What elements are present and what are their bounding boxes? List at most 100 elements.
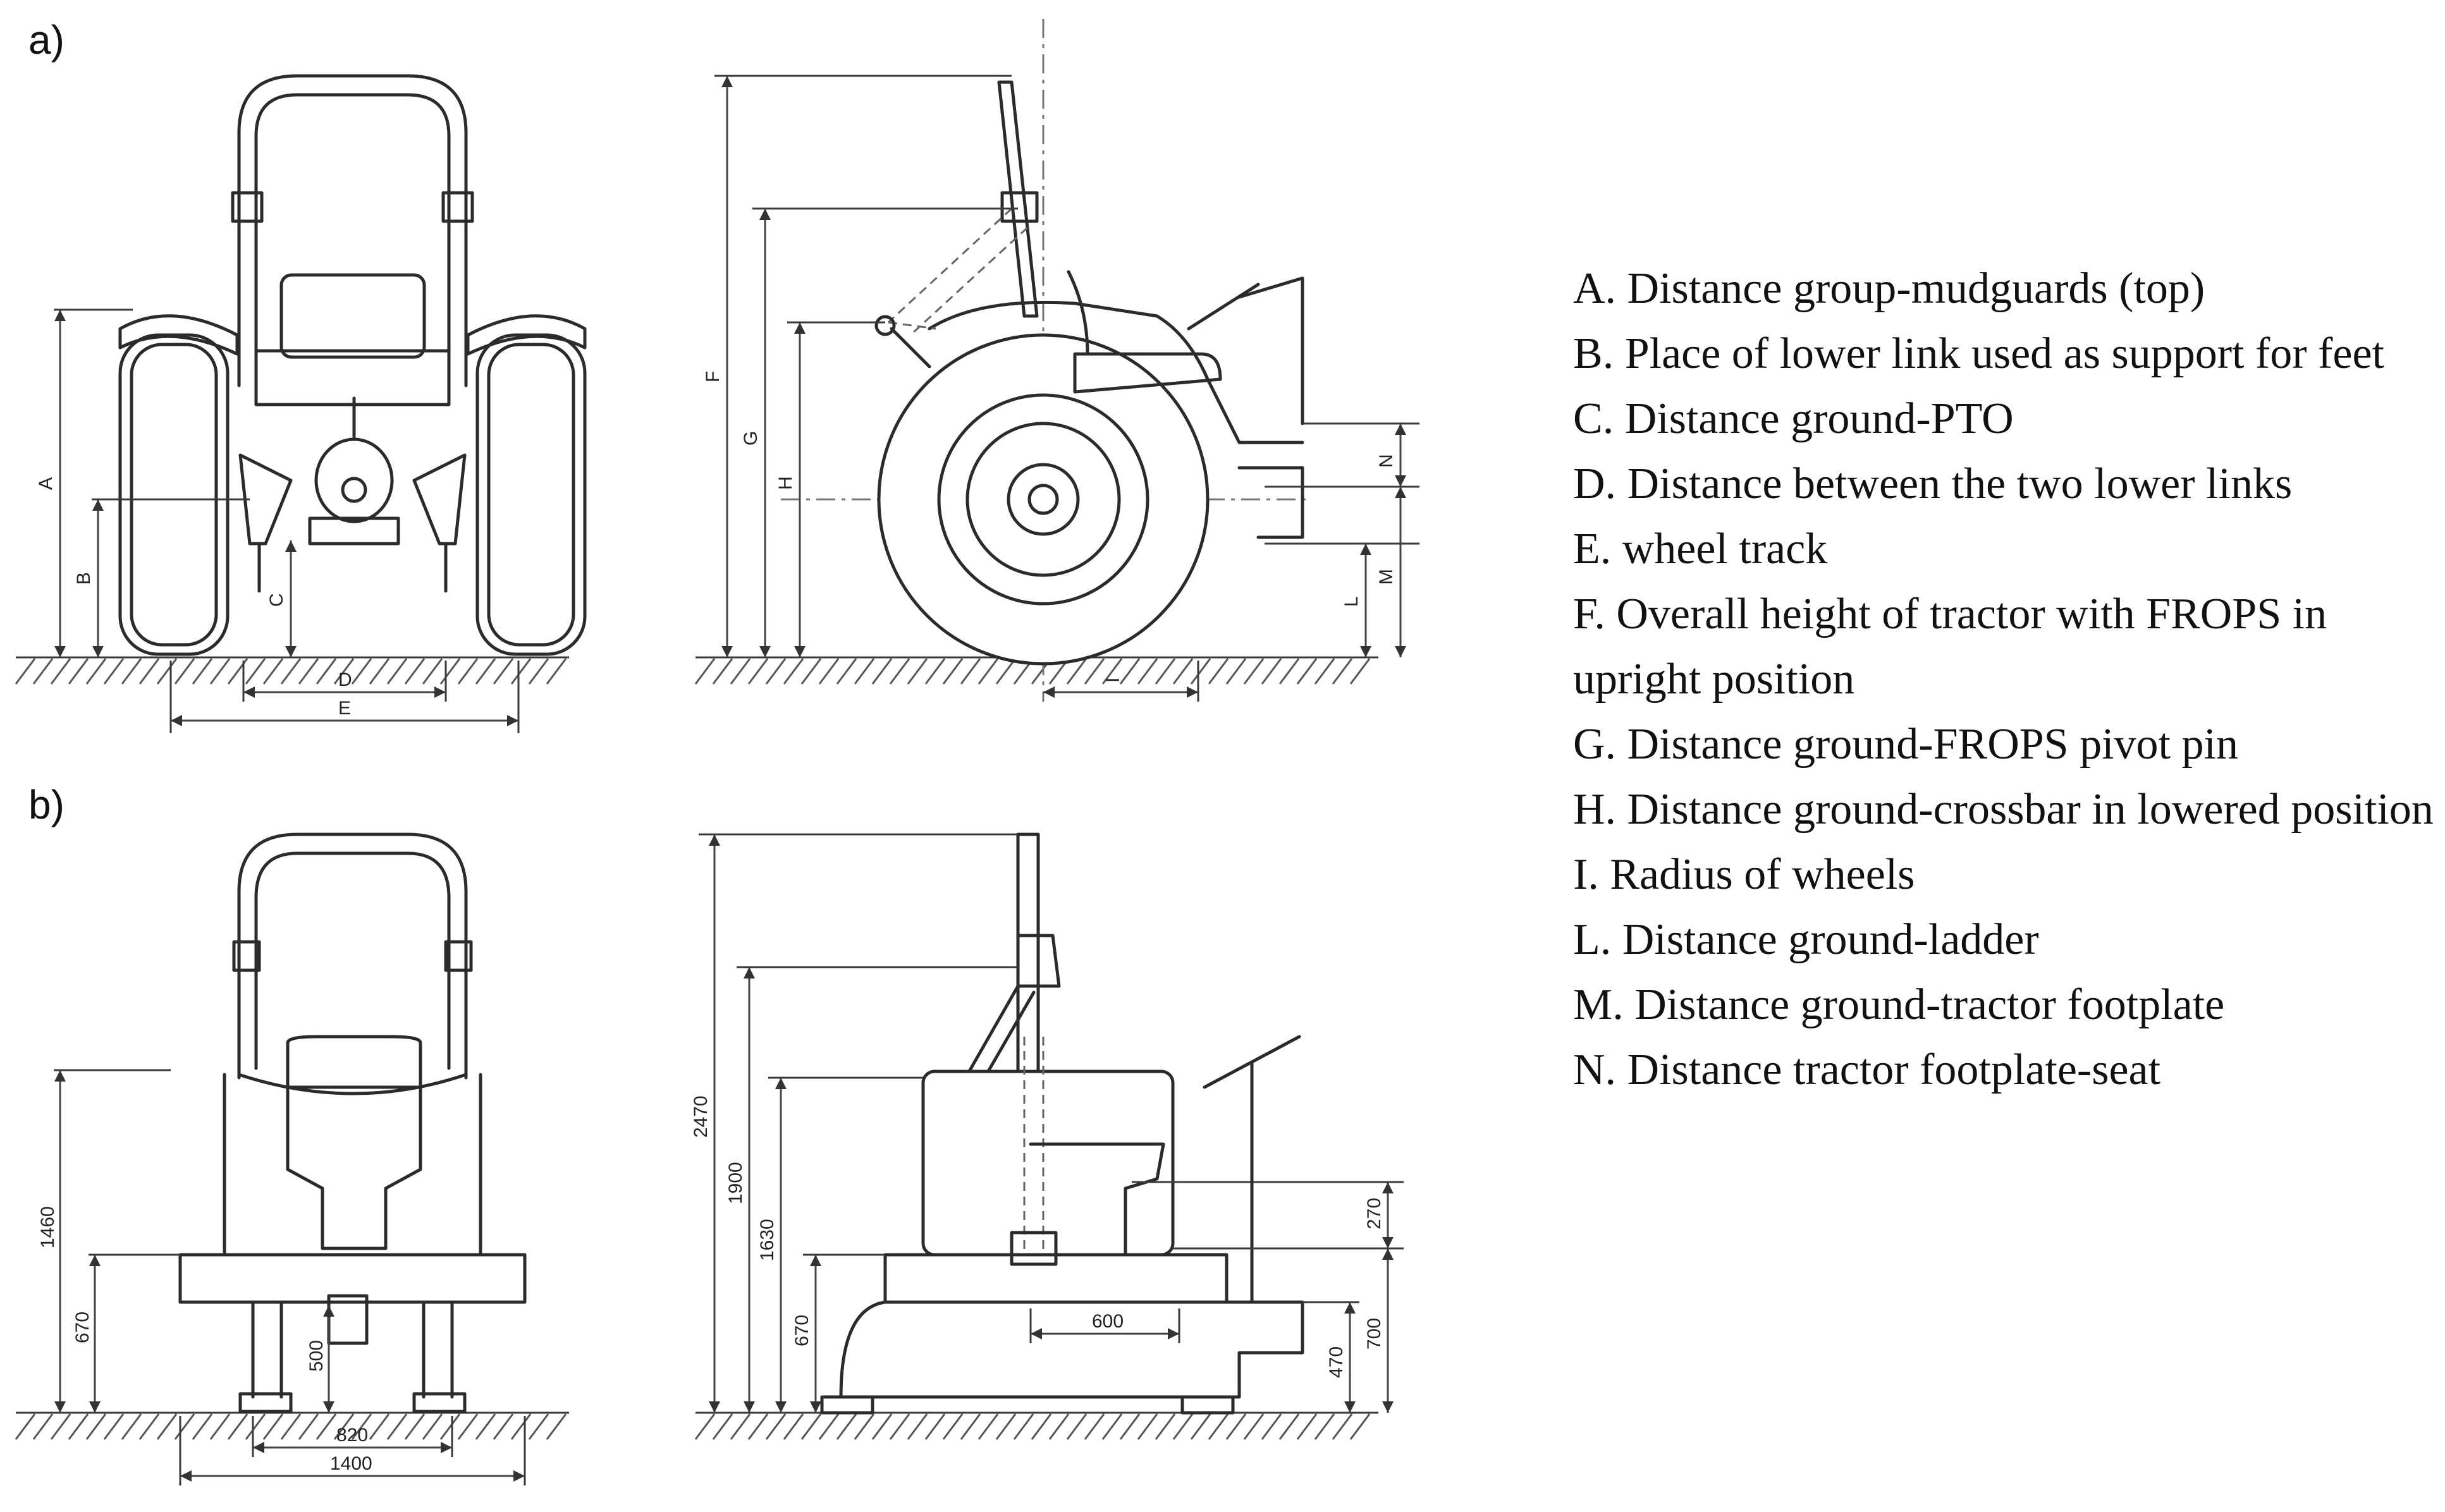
hatch-line — [103, 658, 125, 685]
hatch-line — [439, 658, 461, 685]
hatch-line — [174, 658, 195, 685]
hatch-line — [386, 658, 408, 685]
hatch-line — [209, 658, 231, 685]
dim-label-L: L — [1341, 596, 1362, 607]
hatch-line — [227, 1413, 248, 1440]
hatch-line — [889, 1413, 910, 1440]
hatch-line — [156, 658, 178, 685]
hatch-line — [245, 658, 266, 685]
hatch-line — [854, 658, 875, 685]
hatch-line — [245, 1413, 266, 1440]
hatch-line — [924, 1413, 946, 1440]
mockup-side-view: 2470 1900 1630 670 600 270 470 700 — [690, 832, 1404, 1440]
hatch-line — [818, 658, 840, 685]
hatch-line — [1119, 658, 1141, 685]
dim-1630: 1630 — [757, 1219, 778, 1261]
hatch-line — [1172, 1413, 1194, 1440]
hatch-line — [351, 658, 372, 685]
hatch-line — [783, 1413, 804, 1440]
hatch-line — [1349, 1413, 1371, 1440]
hatch-line — [1155, 658, 1176, 685]
hatch-line — [1243, 658, 1265, 685]
hatch-line — [1013, 1413, 1034, 1440]
legend-item: B. Place of lower link used as support f… — [1573, 329, 2385, 378]
hatch-line — [871, 1413, 893, 1440]
hatch-line — [493, 1413, 514, 1440]
legend-item: L. Distance ground-ladder — [1573, 915, 2039, 964]
hatch-line — [783, 658, 804, 685]
hatch-line — [85, 1413, 107, 1440]
hatch-line — [1261, 658, 1282, 685]
hatch-line — [280, 658, 302, 685]
legend-item: C. Distance ground-PTO — [1573, 394, 2014, 443]
panel-label-a: a) — [28, 17, 64, 63]
dim-470: 470 — [1326, 1346, 1347, 1378]
hatch-line — [386, 1413, 408, 1440]
dim-2470: 2470 — [690, 1095, 711, 1138]
hatch-line — [765, 658, 787, 685]
hatch-line — [280, 1413, 302, 1440]
hatch-line — [369, 1413, 390, 1440]
dim-label-A: A — [35, 477, 56, 490]
hatch-line — [50, 1413, 71, 1440]
dim-1900: 1900 — [725, 1162, 746, 1204]
legend-item: N. Distance tractor footplate-seat — [1573, 1046, 2161, 1094]
hatch-line — [475, 1413, 496, 1440]
hatch-line — [262, 1413, 284, 1440]
hatch-line — [995, 1413, 1017, 1440]
dim-label-D: D — [338, 669, 352, 690]
hatch-line — [1261, 1413, 1282, 1440]
legend-item: M. Distance ground-tractor footplate — [1573, 980, 2225, 1029]
dim-label-B: B — [73, 572, 94, 585]
hatch-line — [209, 1413, 231, 1440]
hatch-line — [907, 658, 928, 685]
hatch-line — [493, 658, 514, 685]
dim-1460: 1460 — [37, 1206, 58, 1248]
hatch-line — [439, 1413, 461, 1440]
hatch-line — [32, 658, 54, 685]
hatch-line — [871, 658, 893, 685]
dim-270: 270 — [1364, 1198, 1385, 1229]
hatch-line — [333, 658, 355, 685]
hatch-line — [298, 1413, 319, 1440]
hatch-line — [1066, 658, 1088, 685]
hatch-line — [510, 658, 532, 685]
hatch-line — [730, 658, 751, 685]
hatch-line — [32, 1413, 54, 1440]
mockup-front-view: 1460 670 500 820 1400 — [15, 832, 569, 1485]
hatch-line — [818, 1413, 840, 1440]
hatch-line — [262, 658, 284, 685]
hatch-line — [1225, 658, 1247, 685]
legend-item: F. Overall height of tractor with FROPS … — [1573, 590, 2327, 704]
hatch-line — [1048, 1413, 1070, 1440]
hatch-line — [1208, 658, 1229, 685]
hatch-line — [68, 658, 89, 685]
dim-700: 700 — [1364, 1318, 1385, 1350]
dim-label-G: G — [740, 431, 761, 446]
hatch-line — [977, 658, 999, 685]
hatch-line — [404, 1413, 426, 1440]
hatch-line — [1296, 1413, 1318, 1440]
dim-label-H: H — [775, 476, 796, 490]
dim-600: 600 — [1092, 1311, 1124, 1332]
hatch-line — [192, 658, 213, 685]
hatch-line — [995, 658, 1017, 685]
hatch-line — [546, 658, 567, 685]
hatch-line — [1332, 1413, 1353, 1440]
hatch-line — [1084, 1413, 1105, 1440]
dim-label-C: C — [266, 593, 287, 607]
hatch-line — [457, 658, 479, 685]
hatch-line — [800, 1413, 822, 1440]
hatch-line — [1084, 658, 1105, 685]
hatch-line — [422, 658, 443, 685]
hatch-line — [316, 1413, 337, 1440]
hatch-line — [694, 1413, 716, 1440]
dimension-legend: A. Distance group-mudguards (top)B. Plac… — [1573, 256, 2439, 1102]
dim-label-F: F — [702, 371, 723, 382]
hatch-line — [1172, 658, 1194, 685]
hatch-line — [103, 1413, 125, 1440]
hatch-line — [730, 1413, 751, 1440]
hatch-line — [121, 658, 142, 685]
hatch-line — [924, 658, 946, 685]
